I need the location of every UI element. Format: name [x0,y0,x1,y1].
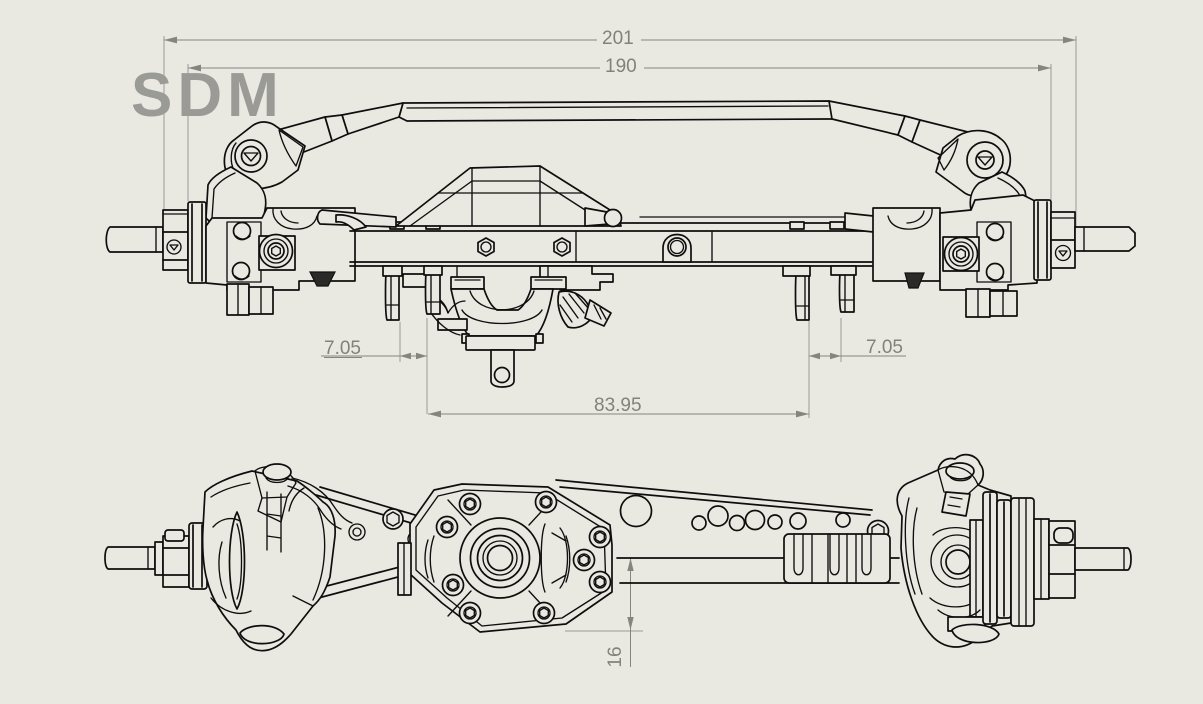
svg-text:SDM: SDM [131,61,284,130]
svg-text:190: 190 [605,56,637,77]
svg-text:16: 16 [605,646,626,667]
svg-text:201: 201 [602,28,634,49]
svg-text:83.95: 83.95 [594,395,642,416]
svg-text:7.05: 7.05 [324,338,361,359]
svg-text:7.05: 7.05 [866,337,903,358]
